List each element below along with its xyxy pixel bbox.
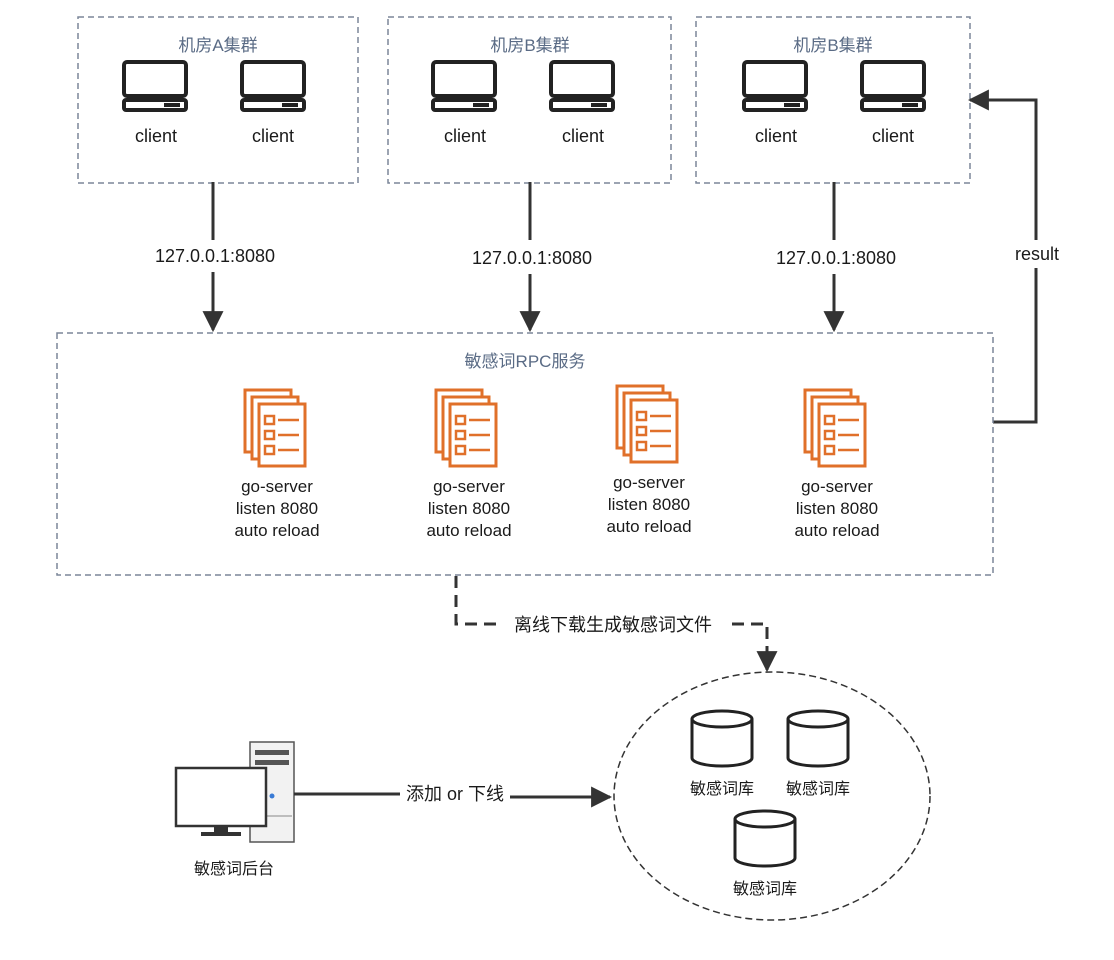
link-b-label: 127.0.0.1:8080 — [472, 248, 592, 268]
server-4: go-server listen 8080 auto reload — [794, 388, 880, 540]
database-icon — [733, 809, 797, 868]
server-1: go-server listen 8080 auto reload — [234, 388, 320, 540]
server-port: listen 8080 — [236, 499, 318, 518]
server-icon — [243, 388, 307, 468]
server-reload: auto reload — [426, 521, 511, 540]
monitor-icon — [122, 60, 188, 112]
client-label: client — [252, 126, 294, 146]
result-link: result — [967, 89, 1059, 424]
server-reload: auto reload — [606, 517, 691, 536]
cluster-a-box — [77, 16, 359, 184]
monitor-icon — [549, 60, 615, 112]
cluster-c: 机房B集群 client client — [695, 16, 971, 184]
server-icon — [434, 388, 498, 468]
monitor-icon — [860, 60, 926, 112]
client-label: client — [755, 126, 797, 146]
link-a: 127.0.0.1:8080 — [155, 182, 275, 333]
server-name: go-server — [801, 477, 873, 496]
rpc-service-box — [56, 332, 994, 576]
offline-line-right — [732, 622, 778, 673]
rpc-service: 敏感词RPC服务 go-server listen 8080 auto relo… — [56, 332, 994, 576]
offline-line-left — [454, 576, 496, 626]
database-label: 敏感词库 — [786, 780, 850, 798]
link-c-label: 127.0.0.1:8080 — [776, 248, 896, 268]
store-boundary — [613, 671, 931, 921]
server-port: listen 8080 — [796, 499, 878, 518]
link-b: 127.0.0.1:8080 — [472, 182, 592, 333]
client-label: client — [562, 126, 604, 146]
database-icon — [786, 709, 850, 768]
database-label: 敏感词库 — [690, 780, 754, 798]
cluster-b-title: 机房B集群 — [490, 36, 569, 55]
offline-label: 离线下载生成敏感词文件 — [514, 615, 712, 635]
server-name: go-server — [433, 477, 505, 496]
server-port: listen 8080 — [428, 499, 510, 518]
database-label: 敏感词库 — [733, 880, 797, 898]
result-label: result — [1015, 244, 1059, 264]
link-c: 127.0.0.1:8080 — [776, 182, 896, 333]
link-a-label: 127.0.0.1:8080 — [155, 246, 275, 266]
admin-label: 敏感词后台 — [194, 860, 274, 878]
monitor-icon — [240, 60, 306, 112]
server-name: go-server — [241, 477, 313, 496]
server-icon — [803, 388, 867, 468]
result-line-lower — [993, 268, 1038, 424]
database-icon — [690, 709, 754, 768]
cluster-a: 机房A集群 client client — [77, 16, 359, 184]
desktop-computer-icon — [174, 741, 295, 843]
client-label: client — [872, 126, 914, 146]
rpc-service-title: 敏感词RPC服务 — [465, 352, 586, 371]
server-name: go-server — [613, 473, 685, 492]
server-reload: auto reload — [234, 521, 319, 540]
admin-backend: 敏感词后台 添加 or 下线 — [174, 741, 613, 878]
server-icon — [615, 384, 679, 464]
client-label: client — [444, 126, 486, 146]
admin-link-label: 添加 or 下线 — [406, 784, 504, 804]
server-3: go-server listen 8080 auto reload — [606, 384, 692, 536]
monitor-icon — [431, 60, 497, 112]
server-2: go-server listen 8080 auto reload — [426, 388, 512, 540]
cluster-a-title: 机房A集群 — [178, 36, 257, 55]
cluster-b: 机房B集群 client client — [387, 16, 672, 184]
monitor-icon — [742, 60, 808, 112]
sensitive-word-store: 敏感词库 敏感词库 敏感词库 — [613, 671, 931, 921]
offline-link: 离线下载生成敏感词文件 — [454, 576, 778, 673]
server-port: listen 8080 — [608, 495, 690, 514]
cluster-c-title: 机房B集群 — [793, 36, 872, 55]
client-label: client — [135, 126, 177, 146]
result-line-upper — [967, 89, 1038, 240]
server-reload: auto reload — [794, 521, 879, 540]
